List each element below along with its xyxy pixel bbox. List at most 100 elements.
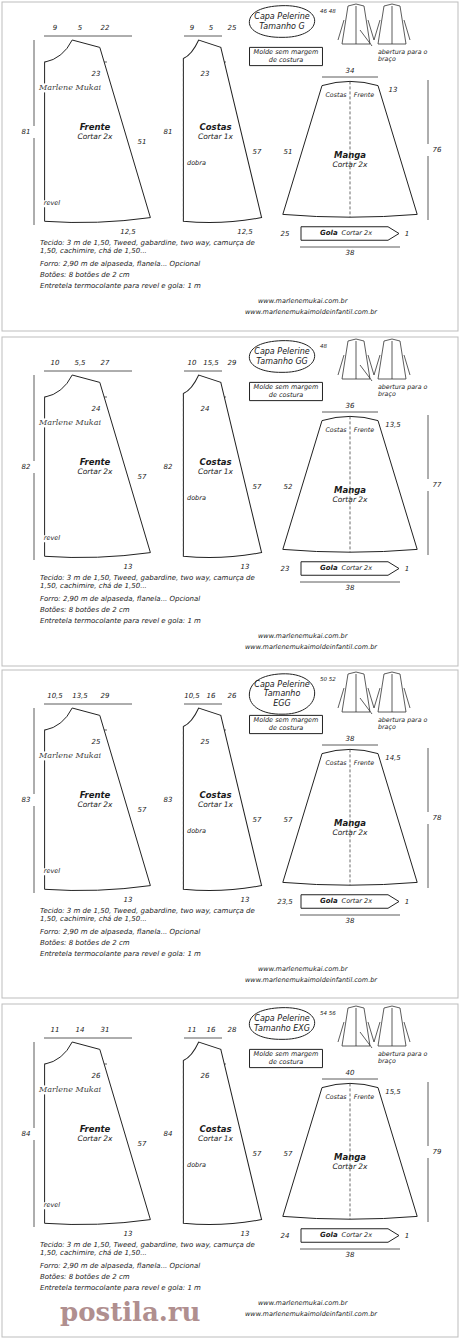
dimension-line bbox=[428, 748, 429, 812]
dimension-value: 34 bbox=[345, 67, 356, 75]
cutting-note: Cortar 2x bbox=[342, 565, 372, 572]
panel-decoration bbox=[2, 670, 458, 998]
dimension-line bbox=[428, 1158, 429, 1222]
dimension-value: 11 bbox=[187, 1026, 198, 1034]
back-pattern-piece: CostasCortar 1x bbox=[180, 1042, 265, 1227]
piece-name: Manga bbox=[334, 819, 366, 829]
cutting-note: Cortar 2x bbox=[77, 468, 112, 477]
piece-name: Molde sem margem de costura bbox=[252, 1051, 320, 1066]
dimension-value: 14 bbox=[75, 1026, 86, 1034]
dimension-value: 79 bbox=[432, 1148, 443, 1156]
dimension-value: 51 bbox=[283, 148, 294, 156]
piece-note: abertura para o braço bbox=[378, 1050, 433, 1064]
piece-name: Costas bbox=[200, 123, 232, 133]
panel-border bbox=[2, 670, 458, 998]
note-box: Molde sem margem de costura bbox=[248, 1049, 324, 1068]
dimension-value: 57 bbox=[283, 816, 294, 824]
dimension-value: 1 bbox=[404, 898, 410, 906]
dimension-value: 13 bbox=[240, 1230, 251, 1238]
piece-name: Frente bbox=[80, 791, 111, 801]
cutting-note: Cortar 2x bbox=[77, 801, 112, 810]
dimension-value: 1 bbox=[404, 565, 410, 573]
material-note: Tecido: 3 m de 1,50, Tweed, gabardine, t… bbox=[40, 1241, 255, 1257]
dimension-line bbox=[428, 1082, 429, 1146]
dimension-value: 38 bbox=[345, 249, 356, 257]
dimension-value: 13 bbox=[388, 86, 399, 94]
piece-note: Frente bbox=[353, 1093, 375, 1100]
piece-name: Molde sem margem de costura bbox=[252, 717, 320, 732]
dimension-value: 25 bbox=[91, 738, 102, 746]
coat-sketch bbox=[338, 674, 374, 712]
title-cloud: Capa Pelerine Tamanho EXG bbox=[248, 1007, 316, 1040]
collar-pattern-piece: GolaCortar 2x bbox=[300, 1228, 400, 1243]
piece-name: Gola bbox=[320, 1231, 338, 1239]
piece-note: dobra bbox=[187, 160, 206, 167]
piece-name: Capa Pelerine Tamanho EGG bbox=[254, 680, 310, 708]
dimension-value: 38 bbox=[345, 1251, 356, 1259]
cutting-note: Cortar 2x bbox=[77, 133, 112, 142]
cutting-note: Cortar 1x bbox=[198, 1135, 233, 1144]
material-note: Botões: 8 botões de 2 cm bbox=[40, 1273, 255, 1281]
dimension-value: 12,5 bbox=[236, 228, 254, 236]
material-note: Botões: 8 botões de 2 cm bbox=[40, 939, 255, 947]
collar-pattern-piece: Gola Cortar 2x bbox=[300, 561, 400, 576]
dimension-value: 10,5 bbox=[46, 692, 64, 700]
piece-name: Capa Pelerine Tamanho GG bbox=[254, 347, 310, 365]
piece-name: Manga bbox=[334, 1153, 366, 1163]
watermark: postila.ru bbox=[60, 1298, 200, 1328]
coat-sketch bbox=[374, 6, 410, 44]
website-note: www.marlenemukaimoldeinfantil.com.br bbox=[245, 1311, 377, 1318]
dimension-value: 26 bbox=[200, 1072, 211, 1080]
dimension-value: 16 bbox=[206, 692, 217, 700]
piece-note: Frente bbox=[353, 759, 375, 766]
dimension-value: 28 bbox=[227, 1026, 238, 1034]
size-number: 48 bbox=[320, 343, 327, 349]
dimension-value: 57 bbox=[252, 483, 263, 491]
sleeve-pattern-piece: MangaCortar 2x bbox=[280, 748, 420, 888]
dimension-line bbox=[184, 1038, 222, 1039]
sleeve-pattern-piece: MangaCortar 2x bbox=[280, 80, 420, 220]
dimension-line bbox=[34, 1140, 35, 1227]
title-cloud: Capa Pelerine Tamanho EGG bbox=[248, 673, 316, 715]
dimension-value: 84 bbox=[163, 1130, 174, 1138]
dimension-line bbox=[184, 36, 222, 37]
piece-name: Molde sem margem de costura bbox=[252, 384, 320, 399]
piece-note: Costas bbox=[324, 426, 347, 433]
leader-line bbox=[360, 1032, 372, 1048]
dimension-line bbox=[322, 77, 378, 78]
dimension-line bbox=[300, 582, 400, 583]
piece-note: Frente bbox=[353, 426, 375, 433]
dimension-line bbox=[34, 708, 35, 794]
dimension-value: 82 bbox=[21, 463, 32, 471]
signature: Marlene Mukai bbox=[38, 751, 102, 760]
title-cloud: Capa Pelerine Tamanho G bbox=[248, 5, 316, 38]
piece-note: dobra bbox=[187, 828, 206, 835]
dimension-line bbox=[34, 40, 35, 126]
cutting-note: Cortar 2x bbox=[332, 829, 367, 838]
website-note: www.marlenemukai.com.br bbox=[258, 633, 347, 640]
piece-name: Gola bbox=[320, 564, 338, 572]
dimension-value: 83 bbox=[21, 796, 32, 804]
material-note: Forro: 2,90 m de alpaseda, flanela... Op… bbox=[40, 928, 255, 936]
dimension-value: 13,5 bbox=[71, 692, 89, 700]
piece-name: Molde sem margem de costura bbox=[252, 49, 320, 64]
dimension-line bbox=[300, 247, 400, 248]
piece-name: Capa Pelerine Tamanho EXG bbox=[254, 1014, 310, 1032]
panel-border bbox=[2, 1004, 458, 1337]
signature: Marlene Mukai bbox=[38, 1085, 102, 1094]
piece-note: abertura para o braço bbox=[378, 716, 433, 730]
dimension-line bbox=[44, 1038, 132, 1039]
panel-border bbox=[2, 337, 458, 666]
dimension-value: 13,5 bbox=[384, 421, 402, 429]
dimension-line bbox=[428, 491, 429, 555]
dimension-line bbox=[44, 36, 132, 37]
dimension-value: 26 bbox=[91, 1072, 102, 1080]
piece-note: dobra bbox=[187, 1162, 206, 1169]
dimension-value: 1 bbox=[404, 1232, 410, 1240]
dimension-value: 10 bbox=[187, 359, 198, 367]
piece-name: Gola bbox=[320, 897, 338, 905]
material-note: Entretela termocolante para revel e gola… bbox=[40, 282, 255, 290]
collar-pattern-piece: GolaCortar 2x bbox=[300, 226, 400, 241]
dimension-line bbox=[34, 806, 35, 893]
cutting-note: Cortar 2x bbox=[77, 1135, 112, 1144]
